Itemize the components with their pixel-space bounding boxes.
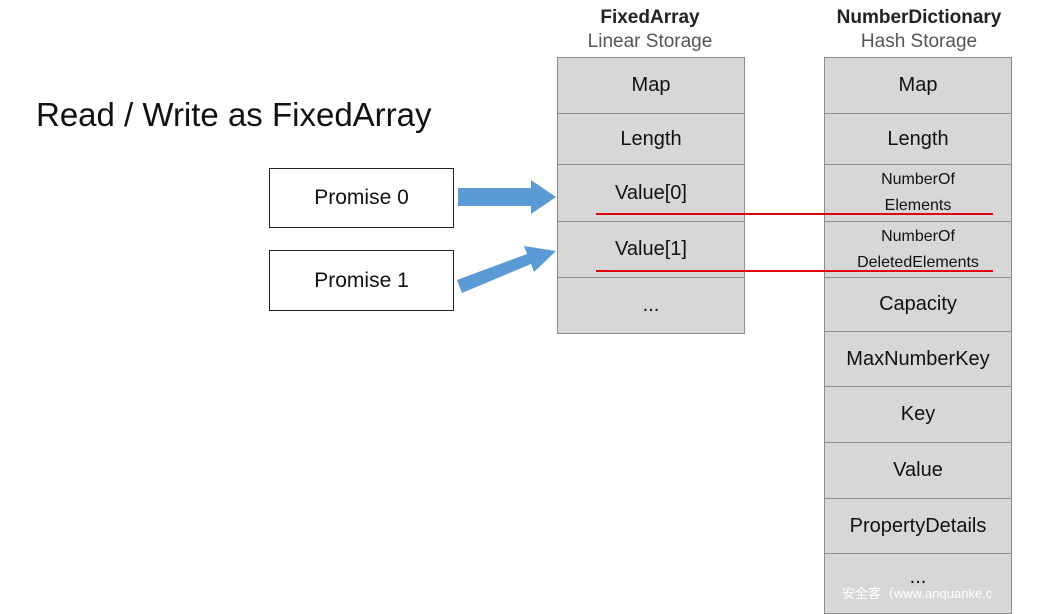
number-dictionary-subtitle: Hash Storage bbox=[860, 31, 978, 52]
fixed-array-header: FixedArray Linear Storage bbox=[557, 6, 743, 54]
number-dictionary-header: NumberDictionary Hash Storage bbox=[818, 6, 1020, 54]
fixed-array-cell: ... bbox=[642, 294, 660, 316]
fixed-array-cell: Length bbox=[558, 114, 744, 165]
number-dictionary-cell: Length bbox=[825, 114, 1011, 165]
number-dictionary-cell: Capacity bbox=[825, 278, 1011, 332]
number-dictionary-cell: Value bbox=[825, 443, 1011, 499]
number-dictionary-cell: Map bbox=[825, 58, 1011, 114]
fixed-array-cell: Map bbox=[558, 58, 744, 114]
fixed-array-cell: Value[1] bbox=[558, 222, 744, 278]
fixed-array-column: Map Length Value[0] Value[1] ... bbox=[557, 57, 745, 334]
promise-1-box: Promise 1 bbox=[269, 250, 454, 311]
number-dictionary-cell: MaxNumberKey bbox=[825, 332, 1011, 387]
number-dictionary-cell-line: DeletedElements bbox=[857, 253, 979, 271]
number-dictionary-cell: PropertyDetails bbox=[825, 499, 1011, 554]
number-dictionary-column: Map Length NumberOf Elements NumberOf De… bbox=[824, 57, 1012, 614]
number-dictionary-cell: NumberOf DeletedElements bbox=[825, 222, 1011, 278]
promise-0-arrow bbox=[458, 180, 556, 214]
promise-0-box: Promise 0 bbox=[269, 168, 454, 228]
fixed-array-cell: Value[0] bbox=[558, 165, 744, 222]
number-dictionary-cell-line: Elements bbox=[884, 197, 952, 214]
number-dictionary-cell: Key bbox=[825, 387, 1011, 443]
diagram-heading: Read / Write as FixedArray bbox=[36, 96, 432, 133]
fixed-array-title: FixedArray bbox=[600, 7, 700, 28]
number-dictionary-cell-line: NumberOf bbox=[881, 227, 955, 245]
number-dictionary-cell: ... bbox=[909, 566, 927, 588]
watermark: 安全客（www.anquanke.c bbox=[842, 586, 993, 601]
number-dictionary-cell: NumberOf Elements bbox=[825, 165, 1011, 222]
promise-1-arrow bbox=[457, 246, 556, 293]
number-dictionary-cell-line: NumberOf bbox=[881, 171, 955, 188]
fixed-array-subtitle: Linear Storage bbox=[587, 31, 713, 52]
number-dictionary-title: NumberDictionary bbox=[836, 7, 1002, 28]
